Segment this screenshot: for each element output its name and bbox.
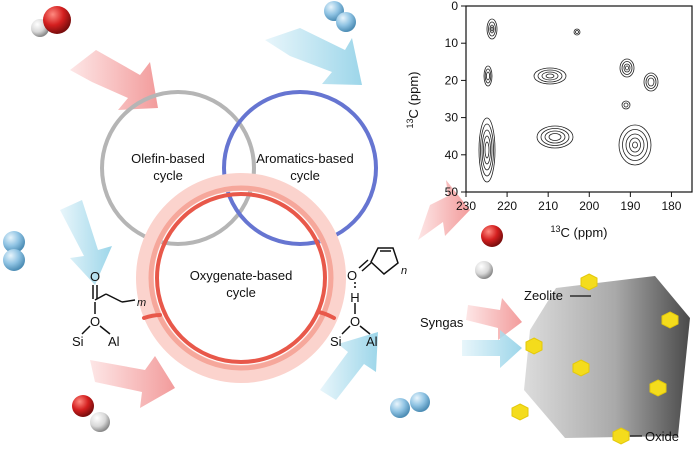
right-carbonyl-o: O <box>347 268 357 283</box>
nmr-x-tick-label: 180 <box>661 199 681 213</box>
right-n-subscript: n <box>401 265 407 277</box>
arrow-red-top-left <box>70 50 158 110</box>
oxide-particle <box>612 427 630 445</box>
left-bridging-o: O <box>90 314 100 329</box>
peak-group-188-17 <box>619 58 635 78</box>
nmr-y-tick-label: 20 <box>445 73 459 87</box>
oxide-particle <box>649 379 667 397</box>
nmr-x-tick-label: 200 <box>579 199 599 213</box>
catalyst-particle <box>511 273 690 445</box>
oxide-particle <box>580 273 598 291</box>
right-si: Si <box>330 334 342 349</box>
arrow-blue-left <box>60 200 112 285</box>
peak-group-222-7 <box>486 18 498 40</box>
nmr-plot-frame <box>465 5 693 193</box>
right-bridging-o: O <box>350 314 360 329</box>
zeolite-crystal <box>524 276 690 438</box>
nmr-x-axis-label: 13C (ppm) <box>551 224 608 240</box>
oxygenate-label-1: Oxygenate-based <box>190 268 293 283</box>
nmr-y-tick-label: 50 <box>445 185 459 199</box>
water-molecule-top-left <box>31 6 71 37</box>
nmr-y-ticks: 0 10 20 30 40 50 <box>445 0 466 199</box>
oxide-particle <box>525 337 543 355</box>
nmr-y-label-text: C (ppm) <box>406 72 421 119</box>
cycles-diagram: Olefin-based cycle Aromatics-based cycle… <box>100 90 378 383</box>
arrow-blue-syngas <box>462 330 522 368</box>
right-surface-species <box>341 247 399 335</box>
water-molecule-bottom-left <box>72 395 110 432</box>
left-m-subscript: m <box>137 297 146 309</box>
h2-molecule-left <box>3 231 25 271</box>
nmr-y-label-superscript: 13 <box>405 118 415 128</box>
h2-molecule-bottom <box>390 392 430 418</box>
arrow-red-bottom <box>90 356 175 408</box>
aromatics-cycle-ring <box>222 90 378 246</box>
oxide-particles <box>511 273 679 445</box>
right-tether-line <box>316 310 336 320</box>
nmr-y-tick-label: 0 <box>451 0 458 13</box>
peak-group-210-20 <box>533 67 567 85</box>
flow-arrows <box>60 28 522 408</box>
arrow-blue-top <box>265 28 362 85</box>
right-h: H <box>350 290 359 305</box>
left-carbonyl-o: O <box>90 269 100 284</box>
peak-group-207-36 <box>536 125 574 149</box>
peak-group-183-21 <box>643 72 659 92</box>
nmr-y-tick-label: 40 <box>445 148 459 162</box>
nmr-y-axis-label: 13C (ppm) <box>405 72 421 129</box>
arrow-red-syngas <box>466 298 522 340</box>
oxide-particle <box>511 403 529 421</box>
oxide-particle <box>572 359 590 377</box>
peak-group-223-40 <box>478 117 496 183</box>
left-al: Al <box>108 334 120 349</box>
peak-group-185-39 <box>618 124 652 166</box>
arrow-blue-bottom <box>320 332 378 400</box>
nmr-x-tick-label: 220 <box>497 199 517 213</box>
olefin-label-1: Olefin-based <box>131 151 205 166</box>
aromatics-label-1: Aromatics-based <box>256 151 354 166</box>
arrow-red-right <box>418 180 470 240</box>
olefin-label-2: cycle <box>153 168 183 183</box>
olefin-cycle-ring <box>100 90 256 246</box>
nmr-y-tick-label: 10 <box>445 36 459 50</box>
nmr-contour-peaks <box>478 18 659 183</box>
aromatics-label-2: cycle <box>290 168 320 183</box>
nmr-x-tick-label: 230 <box>456 199 476 213</box>
water-molecule-right <box>475 225 503 279</box>
peak-group-223-20 <box>483 65 493 87</box>
oxygenate-cycle-ring <box>136 173 346 383</box>
zeolite-label: Zeolite <box>524 288 563 303</box>
oxide-label: Oxide <box>645 429 679 444</box>
nmr-y-tick-label: 30 <box>445 111 459 125</box>
left-surface-species <box>81 285 136 335</box>
right-al: Al <box>366 334 378 349</box>
nmr-x-ticks: 230 220 210 200 190 180 <box>456 192 682 213</box>
nmr-x-tick-label: 210 <box>538 199 558 213</box>
oxygenate-label-2: cycle <box>226 285 256 300</box>
h2-molecule-top <box>324 1 356 32</box>
syngas-label: Syngas <box>420 315 464 330</box>
left-si: Si <box>72 334 84 349</box>
oxide-particle <box>661 311 679 329</box>
nmr-x-tick-label: 190 <box>620 199 640 213</box>
nmr-x-label-superscript: 13 <box>551 224 561 234</box>
left-tether-line <box>142 313 162 320</box>
peak-group-200-7 <box>573 28 581 36</box>
peak-group-188-27 <box>621 100 631 110</box>
nmr-x-label-text: C (ppm) <box>561 225 608 240</box>
